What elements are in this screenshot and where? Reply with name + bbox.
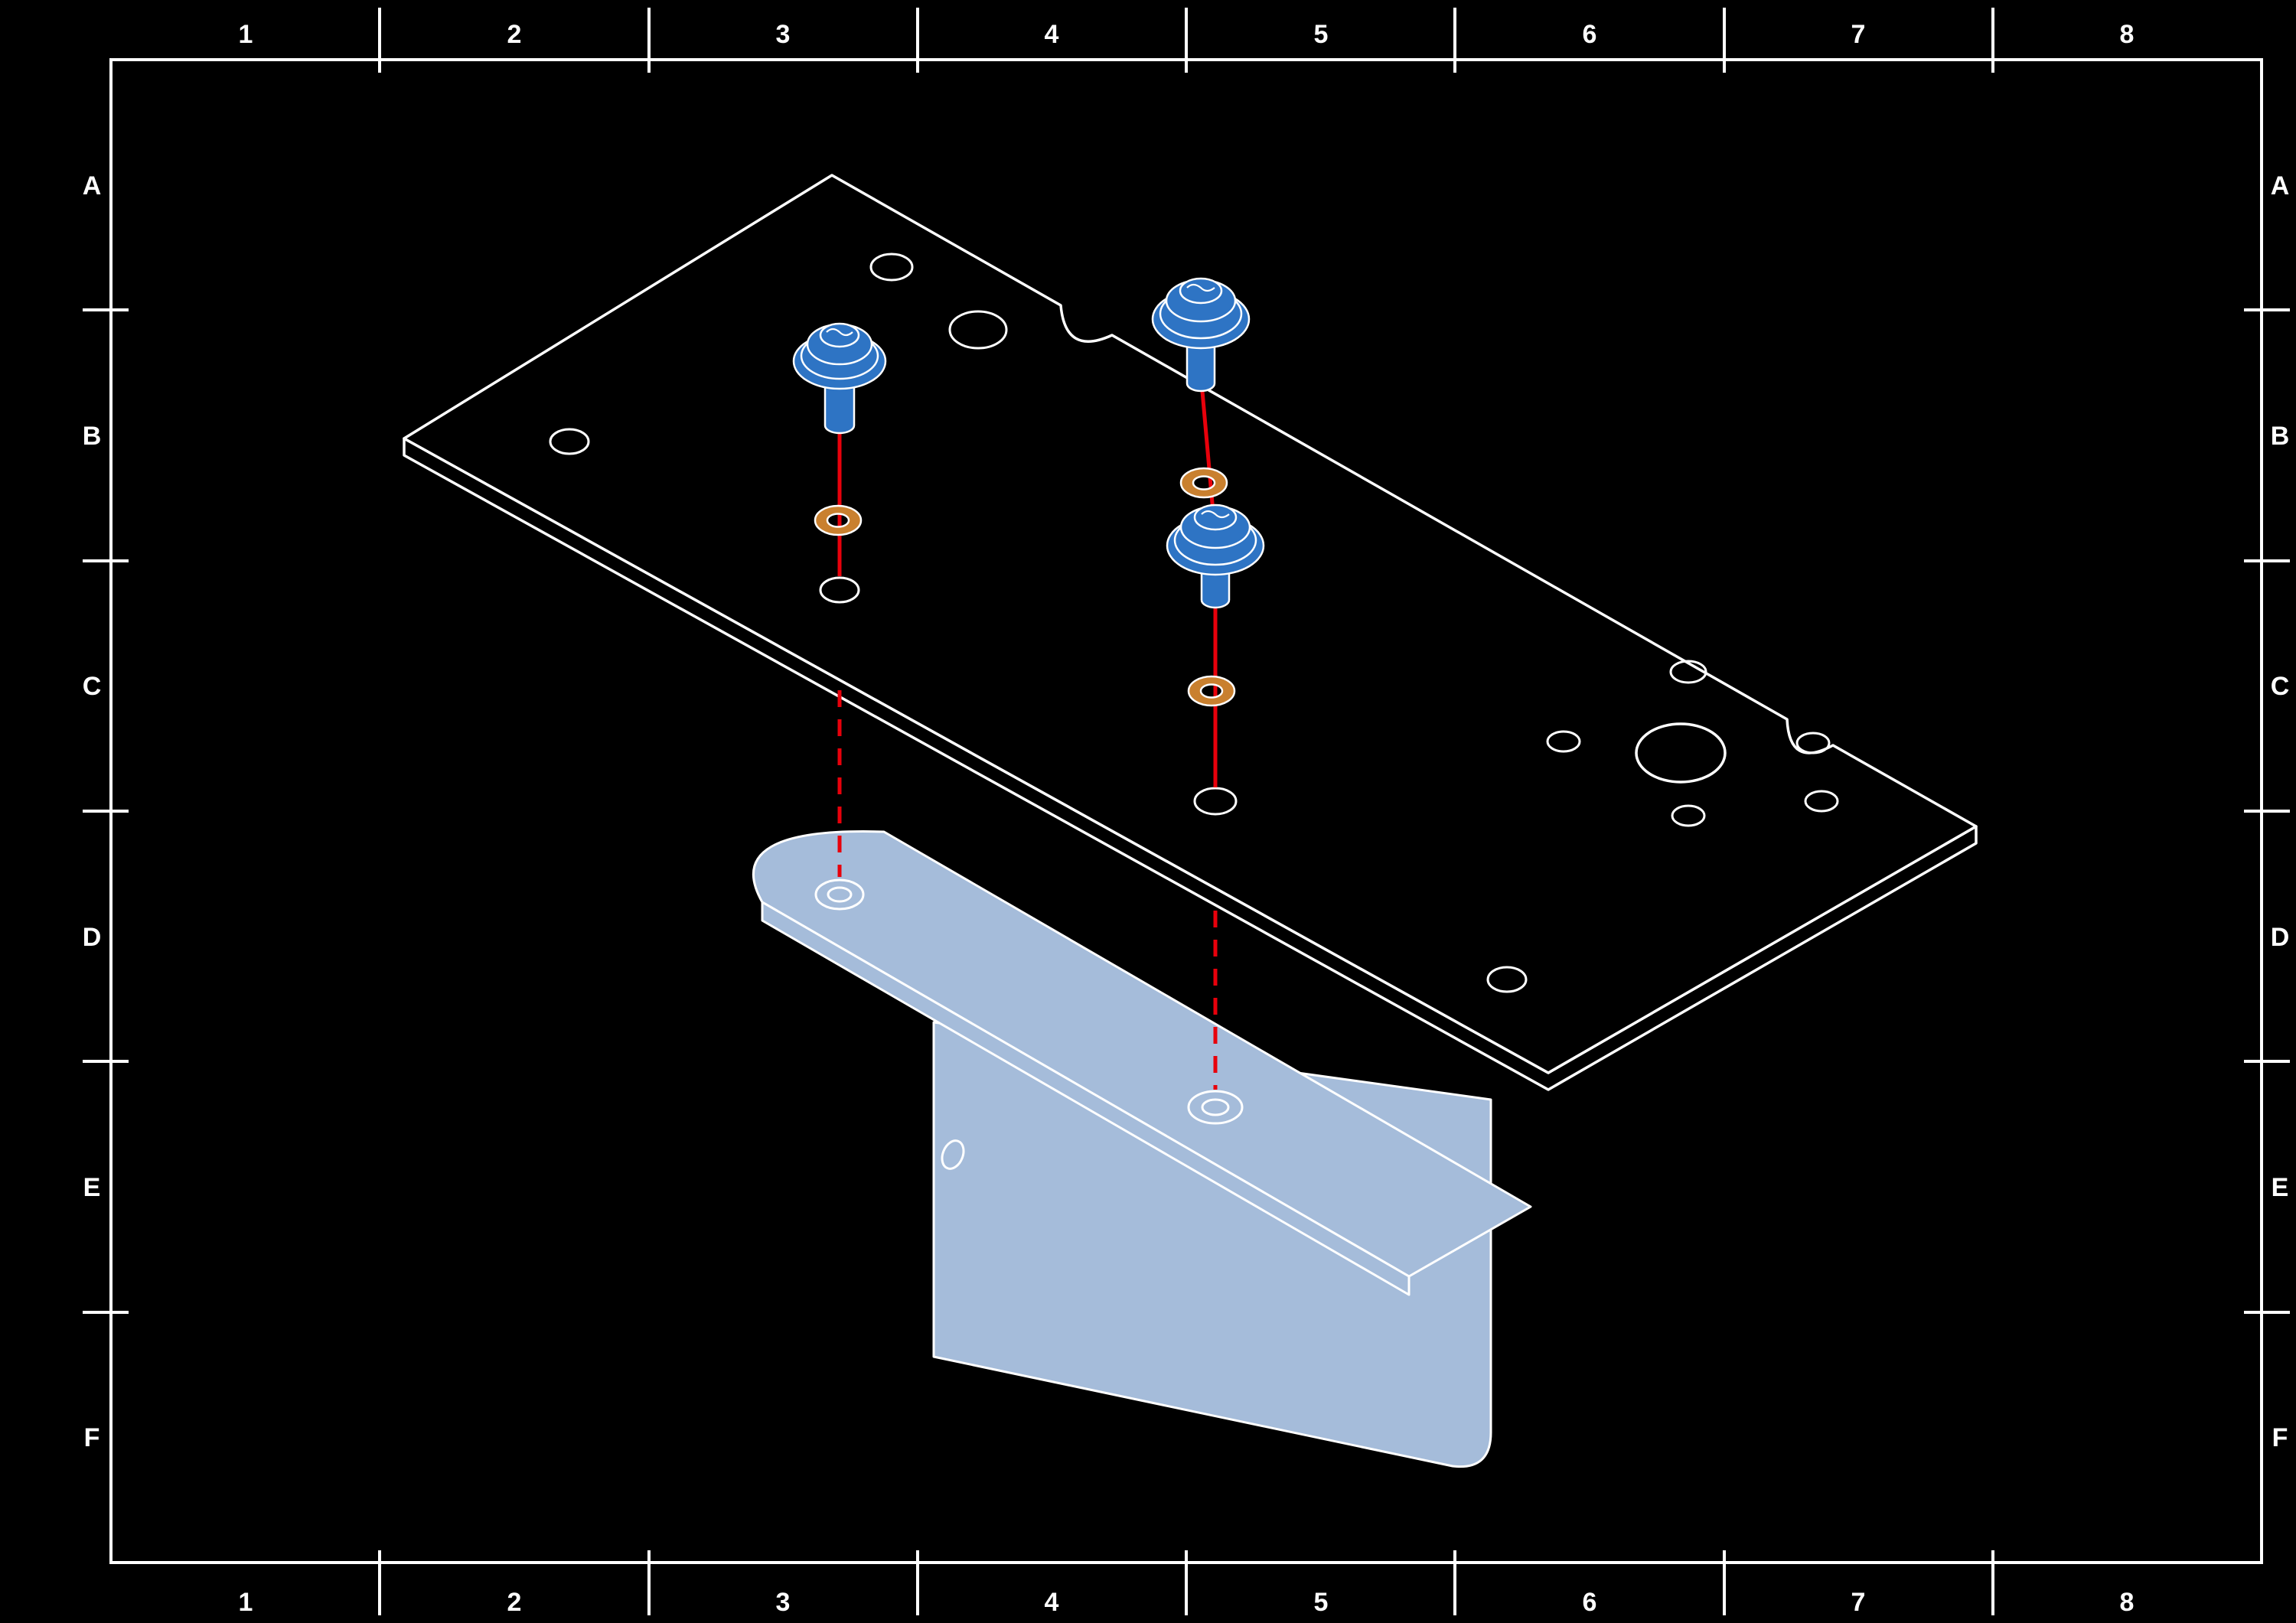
screw-1-cap [819,322,860,348]
screw-2-cap [1179,277,1223,305]
zone-label-top-2: 2 [507,20,522,49]
zone-label-top-4: 4 [1045,20,1059,49]
plate-hole [1193,787,1238,816]
plate-holes [549,253,1839,993]
plate-hole [1804,790,1839,813]
zone-label-bottom-8: 8 [2120,1588,2135,1617]
screw-2-knurl [1186,283,1215,292]
plate-hole [1671,804,1706,827]
zone-label-bottom-3: 3 [776,1588,791,1617]
zone-label-top-8: 8 [2120,20,2135,49]
frame-ticks-top [378,8,1994,73]
zone-label-bottom-5: 5 [1314,1588,1329,1617]
zone-label-bottom-6: 6 [1583,1588,1597,1617]
plate-hole [1546,730,1581,753]
plate-hole [1795,732,1831,754]
screw-2 [1151,277,1251,393]
zone-label-right-A: A [2271,171,2290,200]
zone-label-left-B: B [83,422,102,451]
zone-label-top-3: 3 [776,20,791,49]
plate-center-hole [1635,722,1727,784]
zone-label-top-1: 1 [239,20,253,49]
plate-hole [869,253,914,282]
washer-3 [1187,675,1236,707]
washer-1 [814,504,863,536]
bracket-flange-front-face [761,901,1411,1296]
zone-label-bottom-4: 4 [1045,1588,1059,1617]
fasteners [792,277,1265,609]
zone-label-left-E: E [83,1173,101,1202]
frame-ticks-right [2244,308,2290,1314]
plate-hole [948,310,1008,350]
zone-label-right-F: F [2272,1423,2288,1452]
zone-label-bottom-7: 7 [1851,1588,1866,1617]
mounting-plate [403,174,1978,1091]
plate-hole [1669,660,1707,684]
bracket-mount-hole-2 [1187,1090,1244,1125]
zone-label-right-D: D [2271,923,2290,952]
bracket-web-hole [941,1139,965,1170]
angle-bracket [752,830,1532,1468]
zone-label-bottom-1: 1 [239,1588,253,1617]
frame-ticks-bottom [378,1550,1994,1615]
screw-3-cap [1193,504,1238,531]
exploded-assembly [403,174,1978,1468]
zone-label-right-C: C [2271,672,2290,701]
zone-label-left-C: C [83,672,102,701]
plate-hole [1486,966,1528,993]
bracket-mount-hole-1 [814,878,865,911]
zone-label-left-D: D [83,923,102,952]
screw-1 [792,322,887,435]
plate-hole [549,428,590,455]
washers [814,467,1236,707]
screw-1-knurl [826,328,853,337]
zone-label-left-A: A [83,171,102,200]
zone-label-top-5: 5 [1314,20,1329,49]
screw-3 [1166,504,1265,609]
zone-label-right-E: E [2272,1173,2289,1202]
zone-label-top-7: 7 [1851,20,1866,49]
sheet-frame: 1 2 3 4 5 6 7 8 1 2 3 4 5 6 7 8 A B C D … [83,8,2290,1617]
washer-2 [1179,467,1228,499]
zone-label-left-F: F [84,1423,100,1452]
zone-label-bottom-2: 2 [507,1588,522,1617]
frame-ticks-left [83,308,129,1314]
zone-label-top-6: 6 [1583,20,1597,49]
zone-label-right-B: B [2271,422,2290,451]
screw-3-knurl [1201,510,1230,519]
plate-hole [819,576,860,604]
